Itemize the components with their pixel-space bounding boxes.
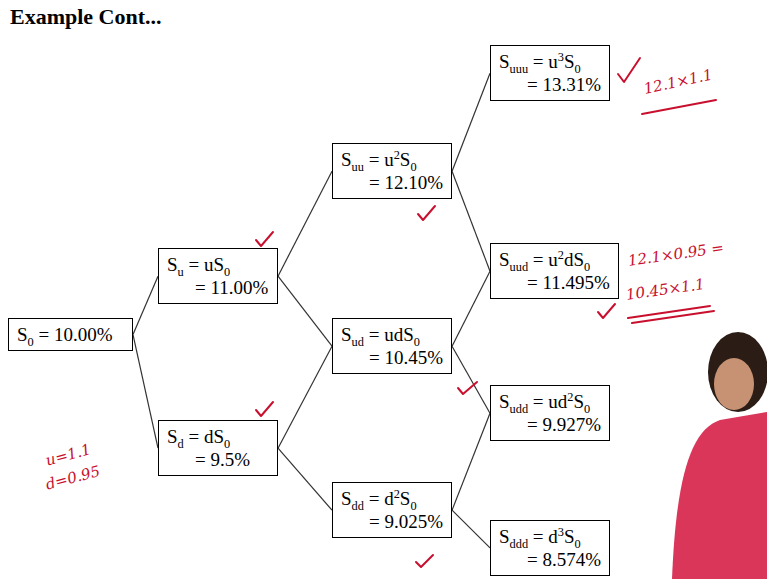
check-mark	[618, 58, 640, 82]
value-text: = 10.45%	[341, 346, 443, 369]
value-box: Sudd = ud2S0= 9.927%	[490, 385, 610, 441]
check-mark	[598, 304, 615, 318]
tree-branch	[452, 171, 490, 271]
tree-branch	[452, 346, 490, 413]
value-box: Suuu = u3S0= 13.31%	[490, 45, 610, 101]
tree-branch	[278, 448, 332, 510]
value-box: Su = uS0= 11.00%	[158, 248, 278, 304]
tree-branch	[452, 413, 490, 510]
tree-branch	[278, 346, 332, 448]
check-mark	[416, 555, 433, 567]
tree-branch	[278, 276, 332, 346]
presenter-figure	[672, 332, 767, 579]
underline-stroke	[632, 311, 714, 323]
formula-text: Sdd = d2S0	[341, 487, 443, 510]
formula-text: Sddd = d3S0	[499, 525, 601, 548]
tree-branch	[452, 73, 490, 171]
slide-title: Example Cont...	[10, 4, 162, 30]
underline-stroke	[628, 306, 710, 318]
value-text: = 9.5%	[167, 448, 269, 471]
formula-text: Sudd = ud2S0	[499, 390, 601, 413]
check-mark	[458, 382, 477, 394]
value-text: = 12.10%	[341, 171, 443, 194]
value-box: Sud = udS0= 10.45%	[332, 318, 452, 374]
check-mark	[256, 232, 273, 246]
formula-text: Suuu = u3S0	[499, 50, 601, 73]
value-box: Sd = dS0= 9.5%	[158, 420, 278, 476]
formula-text: S0 = 10.00%	[17, 323, 124, 346]
value-text: = 8.574%	[499, 548, 601, 571]
handwritten-note: 12.1×1.1	[642, 66, 714, 98]
tree-branch	[452, 510, 490, 548]
handwritten-note: 12.1×0.95 =	[627, 239, 725, 270]
formula-text: Sd = dS0	[167, 425, 269, 448]
tree-branch	[133, 335, 158, 449]
value-box: Suu = u2S0= 12.10%	[332, 143, 452, 199]
formula-text: Su = uS0	[167, 253, 269, 276]
check-mark	[256, 402, 273, 416]
value-box: Sddd = d3S0= 8.574%	[490, 520, 610, 576]
value-text: = 9.927%	[499, 413, 601, 436]
tree-branch	[278, 171, 332, 276]
value-box: S0 = 10.00%	[8, 318, 133, 351]
formula-text: Suud = u2dS0	[499, 248, 610, 271]
value-box: Suud = u2dS0= 11.495%	[490, 243, 619, 299]
formula-text: Sud = udS0	[341, 323, 443, 346]
handwritten-note: 10.45×1.1	[625, 275, 706, 304]
value-text: = 11.00%	[167, 276, 269, 299]
tree-branch	[452, 271, 490, 346]
value-box: Sdd = d2S0= 9.025%	[332, 482, 452, 538]
value-text: = 9.025%	[341, 510, 443, 533]
value-text: = 11.495%	[499, 271, 610, 294]
value-text: = 13.31%	[499, 73, 601, 96]
check-mark	[418, 206, 435, 220]
tree-branch	[133, 276, 158, 334]
underline-stroke	[642, 100, 716, 114]
formula-text: Suu = u2S0	[341, 148, 443, 171]
